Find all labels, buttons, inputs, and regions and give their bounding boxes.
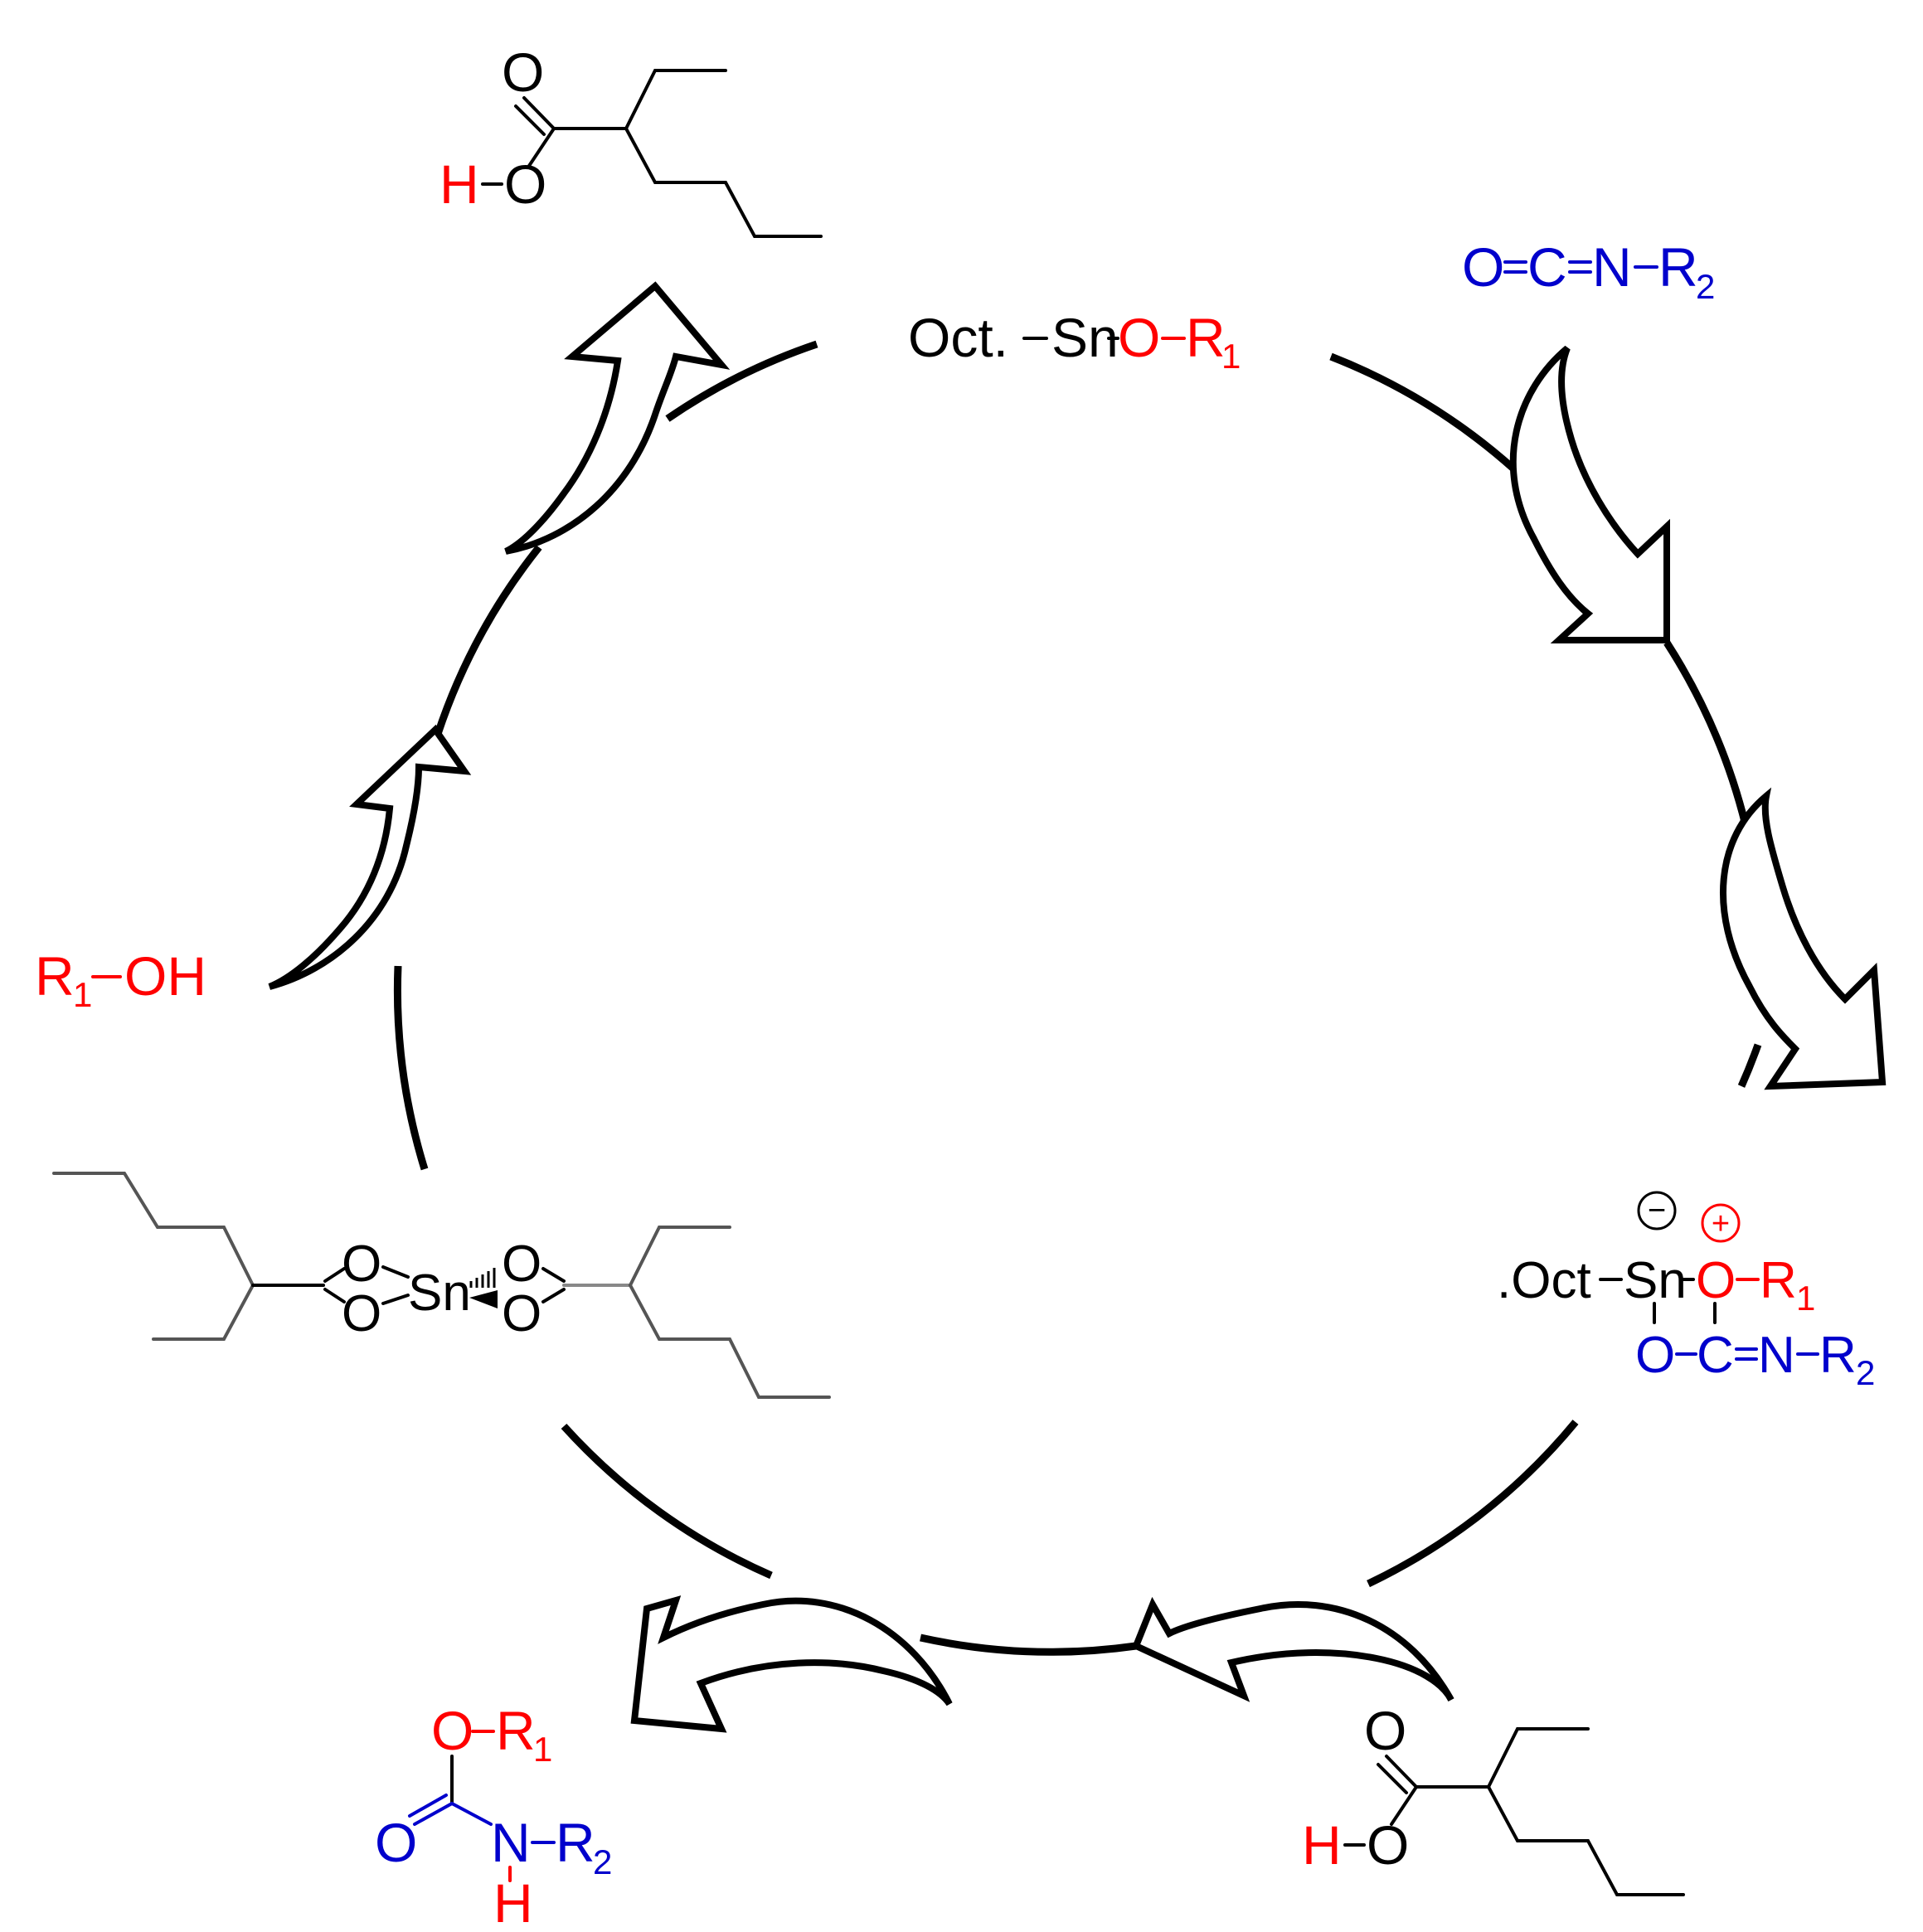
reaction-arrow-to-intermediate — [1720, 787, 1887, 1090]
intermediate-minus-circle — [1637, 1191, 1677, 1231]
isocyanate-ocn-r2: O C N R 2 — [1462, 236, 1715, 306]
acid-bottom-structure: O H O — [1302, 1700, 1685, 1896]
urethane-h-label: H — [493, 1872, 533, 1932]
acid-top-h: H — [439, 153, 479, 215]
intermediate-r2-subscript: 2 — [1856, 1353, 1875, 1392]
acid-top-bond-co-b — [514, 104, 546, 136]
acid-bottom-bond-co-a — [1385, 1755, 1418, 1789]
intermediate-o-top-label: O — [1696, 1252, 1736, 1309]
acid-bottom-butyl-chain — [1487, 1785, 1685, 1896]
alcohol-r-label: R — [35, 945, 75, 1007]
tin-octoate-left-co-a — [323, 1267, 346, 1283]
isocyanate-o-label: O — [1462, 236, 1504, 298]
urethane-r1-label: R — [496, 1700, 536, 1761]
cycle-arc-bottom — [920, 1633, 1137, 1656]
cycle-arc-top-left — [665, 340, 818, 422]
acid-top-hydroxyl-o: O — [504, 153, 546, 215]
isocyanate-r-subscript: 2 — [1696, 267, 1715, 306]
acid-bottom-h: H — [1302, 1814, 1342, 1876]
urethane-r2-subscript: 2 — [593, 1842, 612, 1881]
tin-octoate-right-co-b — [541, 1288, 566, 1303]
tin-octoate-left-ethyl-chain — [152, 1284, 255, 1341]
intermediate-n-label: N — [1758, 1327, 1795, 1384]
urethane-o-carbonyl-label: O — [375, 1812, 417, 1873]
urethane-r1-subscript: 1 — [533, 1730, 552, 1769]
acid-bottom-carbonyl-o: O — [1364, 1700, 1406, 1761]
tin-octoate-o3: O — [502, 1235, 541, 1293]
alcohol-r-subscript: 1 — [73, 975, 92, 1014]
acid-top-structure: O H O — [439, 41, 823, 238]
reaction-arrow-urethane-out — [630, 1595, 953, 1733]
urethane-o-ester-label: O — [431, 1700, 473, 1761]
urethane-bond-c-n — [450, 1802, 493, 1826]
tin-octoate-o1: O — [342, 1235, 381, 1293]
reaction-arrow-isocyanate-in — [1509, 345, 1670, 643]
cycle-arc-right-lower — [1737, 1043, 1762, 1088]
intermediate-o-bottom-label: O — [1635, 1327, 1675, 1384]
tin-octoate-right-butyl-chain — [629, 1284, 831, 1399]
catalyst-oct-sn-or1: Oct. Sn O R 1 — [908, 307, 1241, 376]
intermediate-plus-circle — [1701, 1203, 1741, 1243]
intermediate-oct-label: .Oct — [1497, 1252, 1591, 1309]
acid-top-butyl-chain — [624, 127, 823, 238]
tin-octoate-hashed-bond — [469, 1268, 496, 1288]
reaction-arrow-acid-out — [1131, 1596, 1454, 1702]
acid-bottom-carbon-chain — [1415, 1727, 1590, 1789]
intermediate-plus-sign: + — [1712, 1206, 1730, 1241]
intermediate-r2-label: R — [1819, 1327, 1857, 1384]
acid-top-carbonyl-o: O — [502, 41, 544, 103]
catalyst-oct-label: Oct. — [908, 307, 1008, 368]
urethane-r2-label: R — [556, 1812, 595, 1873]
tin-octoate-o4: O — [502, 1285, 541, 1342]
tin-octoate-right-ethyl-chain — [629, 1226, 731, 1287]
cycle-arc-bottom-right — [1367, 1420, 1579, 1588]
tin-octoate-structure: O O Sn O O — [52, 1172, 831, 1399]
tin-octoate-bond-o1-sn — [381, 1265, 410, 1279]
tin-octoate-sn: Sn — [408, 1265, 471, 1322]
acid-top-bond-c-oh — [527, 127, 556, 167]
intermediate-r1-subscript: 1 — [1796, 1279, 1815, 1318]
cycle-arc-bottom-left — [561, 1423, 773, 1580]
intermediate-sn-label: Sn — [1624, 1252, 1687, 1309]
tin-octoate-left-co-b — [323, 1288, 346, 1303]
acid-bottom-hydroxyl-o: O — [1367, 1814, 1409, 1876]
intermediate-r1-label: R — [1760, 1252, 1797, 1309]
acid-top-bond-co-a — [522, 96, 556, 130]
catalyst-o-label: O — [1118, 307, 1160, 368]
alcohol-r1-oh: R 1 OH — [35, 945, 206, 1014]
cycle-arc-top-right — [1329, 352, 1516, 472]
cycle-arc-left-upper — [434, 545, 542, 735]
alcohol-oh-label: OH — [124, 945, 206, 1007]
tin-octoate-left-butyl-chain — [52, 1172, 255, 1287]
isocyanate-n-label: N — [1592, 236, 1632, 298]
intermediate-c-label: C — [1697, 1327, 1734, 1384]
intermediate-minus-sign: − — [1648, 1193, 1666, 1228]
tin-octoate-o2: O — [342, 1285, 381, 1342]
urethane-bond-co-b — [408, 1794, 448, 1818]
tin-octoate-wedge-bond — [469, 1290, 498, 1308]
isocyanate-c-label: C — [1527, 236, 1567, 298]
urethane-bond-co-a — [413, 1802, 454, 1826]
tin-octoate-bond-o2-sn — [381, 1294, 410, 1305]
tin-octoate-right-co-a — [541, 1267, 566, 1283]
reaction-arrow-alcohol-in — [268, 724, 472, 990]
urethane-n-label: N — [491, 1812, 531, 1873]
cycle-arc-left-middle — [393, 965, 429, 1171]
acid-bottom-bond-c-oh — [1390, 1785, 1418, 1826]
intermediate-complex: − + .Oct Sn O R 1 O C N R 2 — [1497, 1191, 1875, 1392]
isocyanate-r-label: R — [1658, 236, 1698, 298]
catalyst-r-subscript: 1 — [1221, 337, 1241, 376]
catalyst-r-label: R — [1186, 307, 1226, 368]
acid-top-carbon-chain — [552, 69, 727, 130]
acid-bottom-bond-co-b — [1377, 1763, 1408, 1794]
urethane-product: O R 1 O N R 2 H — [375, 1700, 612, 1932]
reaction-arrow-acid-top-out — [504, 281, 731, 555]
cycle-arc-right-upper — [1663, 640, 1750, 827]
